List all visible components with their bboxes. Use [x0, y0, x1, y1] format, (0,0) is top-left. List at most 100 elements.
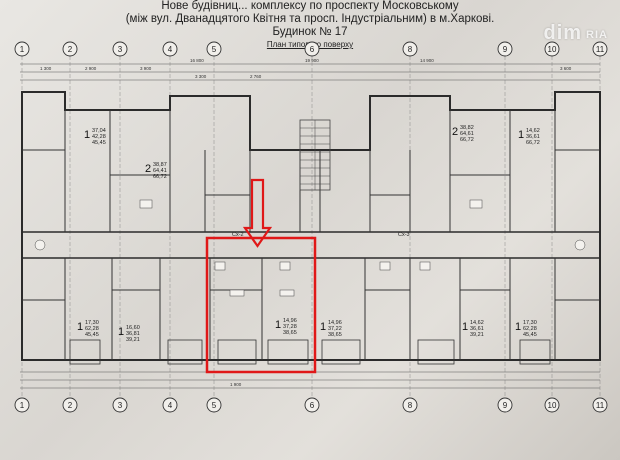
apt-label-1-62-28-left: 1 17,30 62,28 45,45 [77, 320, 99, 338]
dim-label: 1 300 [40, 66, 52, 71]
axis-number: 3 [118, 401, 123, 410]
apt-rooms: 1 [320, 321, 326, 333]
apt-total: 45,45 [85, 332, 99, 338]
apt-label-1-36-61-upper: 1 14,62 36,61 66,72 [518, 128, 540, 146]
axis-circle [162, 397, 178, 413]
axis-number: 4 [168, 401, 173, 410]
apt-living: 38,87 [153, 162, 167, 168]
apt-living: 42,28 [92, 134, 106, 140]
building-number: Будинок № 17 [272, 26, 348, 38]
apt-label-2-64-61: 2 38,82 64,61 66,72 [452, 125, 474, 143]
axis-number: 11 [596, 401, 605, 410]
dim-label: 19 900 [305, 58, 319, 63]
outer-walls [21, 91, 601, 361]
axis-number: 10 [548, 45, 557, 54]
axis-circle [206, 41, 222, 57]
axis-number: 3 [118, 45, 123, 54]
apt-rooms: 1 [275, 319, 281, 331]
axis-number: 1 [20, 45, 25, 54]
apt-area: 64,61 [460, 131, 474, 137]
apt-rooms: 1 [518, 129, 524, 141]
balconies [69, 339, 551, 365]
apt-living: 17,30 [85, 320, 99, 326]
axis-number: 2 [68, 45, 73, 54]
axis-marker-bottom-3: 3 [112, 397, 128, 413]
axis-circle [62, 397, 78, 413]
axis-circle [62, 41, 78, 57]
axis-number: 4 [168, 45, 173, 54]
axis-marker-top-11: 11 [592, 41, 608, 57]
axis-marker-bottom-6: 6 [304, 397, 320, 413]
apt-living: 16,60 [126, 325, 140, 331]
top-dimension-chains [20, 63, 600, 81]
dim-label: 14 900 [420, 58, 434, 63]
axis-circle [497, 397, 513, 413]
apt-total: 66,72 [153, 174, 167, 180]
apt-living: 14,62 [526, 128, 540, 134]
dim-label: 16 800 [190, 58, 204, 63]
title-line-1: Нове будівниц... комплексу по проспекту … [161, 0, 459, 12]
apt-label-1-37-22: 1 14,96 37,22 38,65 [320, 320, 342, 338]
apt-total: 45,45 [92, 140, 106, 146]
axis-marker-top-9: 9 [497, 41, 513, 57]
apt-living: 14,96 [283, 318, 297, 324]
title-line-2: (між вул. Дванадцятого Квітня та просп. … [125, 13, 495, 25]
axis-grid-lines [21, 56, 601, 398]
axis-circle [14, 397, 30, 413]
axis-marker-bottom-9: 9 [497, 397, 513, 413]
axis-marker-top-5: 5 [206, 41, 222, 57]
axis-number: 6 [310, 45, 315, 54]
dim-label: 3 300 [195, 74, 207, 79]
dim-label: 2 900 [85, 66, 97, 71]
stair-label-2: Сх-3 [398, 232, 410, 238]
apt-area: 62,28 [85, 326, 99, 332]
corridor-walls [22, 231, 600, 259]
apt-rooms: 2 [145, 163, 151, 175]
apt-area: 64,41 [153, 168, 167, 174]
axis-marker-bottom-8: 8 [402, 397, 418, 413]
axis-marker-bottom-2: 2 [62, 397, 78, 413]
axis-number: 1 [20, 401, 25, 410]
axis-circle [112, 41, 128, 57]
apt-area: 37,22 [328, 326, 342, 332]
axis-circle [497, 41, 513, 57]
apt-living: 14,62 [470, 320, 484, 326]
axis-circle [206, 397, 222, 413]
axis-circle [402, 41, 418, 57]
axis-marker-top-4: 4 [162, 41, 178, 57]
axis-marker-top-10: 10 [544, 41, 560, 57]
axis-marker-bottom-5: 5 [206, 397, 222, 413]
axis-number: 10 [548, 401, 557, 410]
apt-label-1-36-61-lower: 1 14,62 36,61 39,21 [462, 320, 484, 338]
apt-rooms: 1 [462, 321, 468, 333]
axis-markers-bottom: 1 2 3 4 5 6 8 9 10 11 [14, 397, 608, 413]
apt-area: 36,61 [526, 134, 540, 140]
axis-number: 6 [310, 401, 315, 410]
axis-number: 9 [503, 401, 508, 410]
axis-number: 5 [212, 401, 217, 410]
axis-circle [592, 41, 608, 57]
apt-living: 14,96 [328, 320, 342, 326]
apt-total: 38,65 [283, 330, 297, 336]
apt-area: 37,04 [92, 128, 106, 134]
axis-marker-top-1: 1 [14, 41, 30, 57]
axis-marker-top-3: 3 [112, 41, 128, 57]
axis-marker-bottom-4: 4 [162, 397, 178, 413]
apt-rooms: 1 [515, 321, 521, 333]
apt-total: 39,21 [470, 332, 484, 338]
axis-circle [162, 41, 178, 57]
watermark-sub: RIA [586, 29, 608, 41]
axis-circle [544, 397, 560, 413]
lower-partitions [22, 258, 600, 360]
upper-partitions [22, 110, 600, 232]
axis-marker-top-6: 6 [304, 41, 320, 57]
stairwell [299, 119, 331, 191]
axis-circle [402, 397, 418, 413]
apt-rooms: 1 [77, 321, 83, 333]
axis-circle [14, 41, 30, 57]
dim-label: 1 900 [230, 382, 242, 387]
apt-total: 66,72 [460, 137, 474, 143]
apartment-labels: 2 38,87 64,41 66,72 2 38,82 64,61 66,72 … [77, 125, 540, 343]
